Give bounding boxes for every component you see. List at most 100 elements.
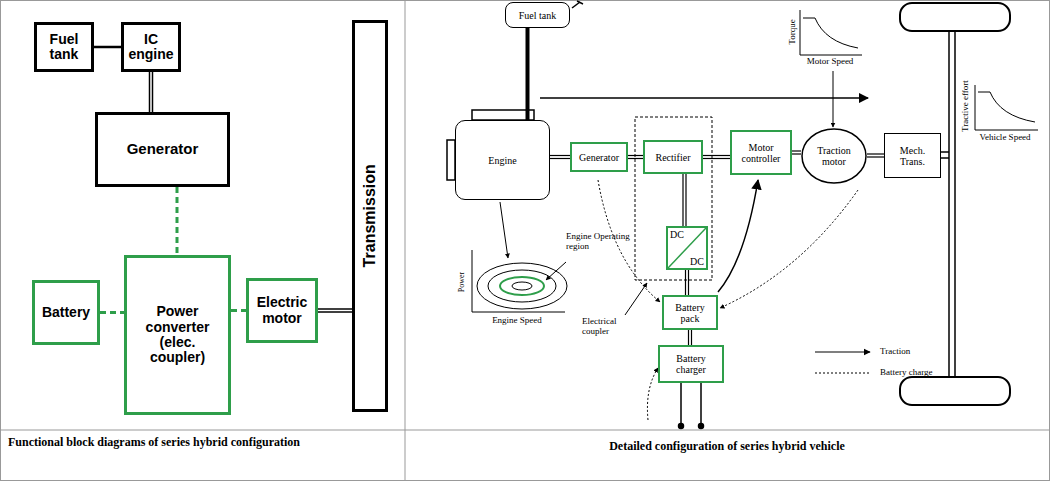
node-text: Fuel tank	[41, 32, 87, 63]
component-box: IC engine	[121, 22, 181, 72]
component-box: Generator	[570, 142, 628, 172]
connector-line	[685, 270, 686, 295]
connector-line	[231, 309, 246, 312]
axis-label: Torque	[788, 19, 798, 44]
connector-line	[628, 155, 643, 156]
torque-speed-graph	[800, 10, 862, 127]
traction-flow-arrow	[540, 97, 868, 99]
connector-line	[867, 153, 884, 154]
connector-line	[526, 28, 530, 120]
text-group: Electric motor	[253, 295, 311, 326]
converter-box: DCDC	[666, 226, 708, 270]
node-text: Generator	[579, 152, 619, 163]
connector	[150, 72, 153, 112]
node-text: Generator	[127, 141, 199, 158]
connector-line	[628, 158, 643, 159]
legend-sample	[815, 351, 870, 352]
connector	[94, 47, 121, 48]
text-group: Rectifier	[656, 152, 691, 163]
axis-label: Motor Speed	[807, 57, 854, 67]
charger-wires	[679, 383, 704, 429]
connector-line	[691, 330, 692, 345]
connector-line	[703, 155, 730, 156]
connector-line	[685, 174, 686, 226]
connector	[527, 28, 528, 120]
node-text: Motor controller	[736, 142, 786, 164]
node-text: Engine	[488, 155, 516, 166]
connector-line	[682, 174, 683, 226]
connector	[100, 312, 124, 313]
node-text: Power converter (elec. coupler)	[131, 304, 224, 366]
component-box: Fuel tank	[34, 22, 94, 72]
axle	[940, 31, 955, 377]
component-box: Battery	[32, 280, 100, 345]
component-box: Battery pack	[662, 295, 718, 330]
text-group: Battery charger	[664, 353, 718, 375]
converter-box: Power converter (elec. coupler)	[124, 255, 231, 415]
transmission-bar: Transmission	[352, 20, 388, 412]
axis-label: Tractive effort	[961, 80, 971, 132]
connector	[318, 309, 352, 312]
callout-label: Electrical coupler	[582, 317, 638, 337]
node-text: Battery	[42, 305, 90, 320]
component-box: Electric motor	[246, 278, 318, 343]
node-text: Traction motor	[809, 145, 859, 167]
connector	[703, 156, 730, 159]
figure-caption: Detailed configuration of series hybrid …	[609, 440, 845, 453]
leader-line	[625, 283, 647, 315]
legend-sample	[815, 372, 870, 373]
text-group: Motor controller	[736, 142, 786, 164]
node-text: Fuel tank	[519, 10, 557, 21]
text-group: IC engine	[128, 32, 174, 63]
text-group: Battery	[42, 305, 90, 320]
connector-line	[94, 46, 121, 49]
component-box: Battery charger	[658, 345, 724, 383]
connector	[867, 154, 884, 157]
axis-label: Engine Speed	[492, 316, 542, 326]
callout-label: Engine Operating region	[566, 232, 630, 252]
text-group: Generator	[127, 141, 199, 158]
node-text: Electric motor	[253, 295, 311, 326]
text-group: Power converter (elec. coupler)	[131, 304, 224, 366]
engine-block: Engine	[455, 120, 550, 200]
charge-flow-arrows	[598, 180, 858, 420]
connector	[683, 174, 686, 226]
connector-line	[867, 156, 884, 157]
text-group: Fuel tank	[519, 10, 557, 21]
node-text: DC	[670, 229, 684, 240]
component-box: Motor controller	[730, 130, 792, 175]
connector-line	[152, 72, 154, 112]
connector-line	[550, 155, 570, 156]
connector-line	[792, 150, 801, 151]
connector-line	[318, 308, 352, 310]
connector-line	[703, 158, 730, 159]
connector-line	[688, 270, 689, 295]
wheels	[900, 3, 1010, 405]
tractive-effort-graph	[975, 85, 1038, 130]
connector	[550, 156, 570, 159]
engine-map	[472, 202, 567, 312]
node-text: Battery pack	[668, 302, 712, 324]
text-group: Traction motor	[809, 145, 859, 167]
node-text: Transmission	[361, 164, 379, 267]
connector-line	[149, 72, 151, 112]
node-text: Rectifier	[656, 152, 691, 163]
axis-label: Vehicle Speed	[979, 133, 1030, 143]
legend-text: Traction	[880, 346, 910, 356]
node-text: Battery charger	[664, 353, 718, 375]
text-group: Fuel tank	[41, 32, 87, 63]
legend-text: Battery charge	[880, 367, 933, 377]
component-box: Mech. Trans.	[884, 133, 941, 178]
connector	[686, 270, 689, 295]
connector-line	[688, 330, 689, 345]
connector-line	[550, 158, 570, 159]
fuel-cap	[572, 1, 583, 8]
text-group: Mech. Trans.	[890, 145, 936, 167]
connector	[792, 151, 801, 154]
component-box: Fuel tank	[505, 2, 570, 28]
connector-line	[176, 187, 179, 255]
connector-line	[318, 311, 352, 313]
axis-label: Power	[458, 272, 467, 292]
connector	[177, 187, 178, 255]
